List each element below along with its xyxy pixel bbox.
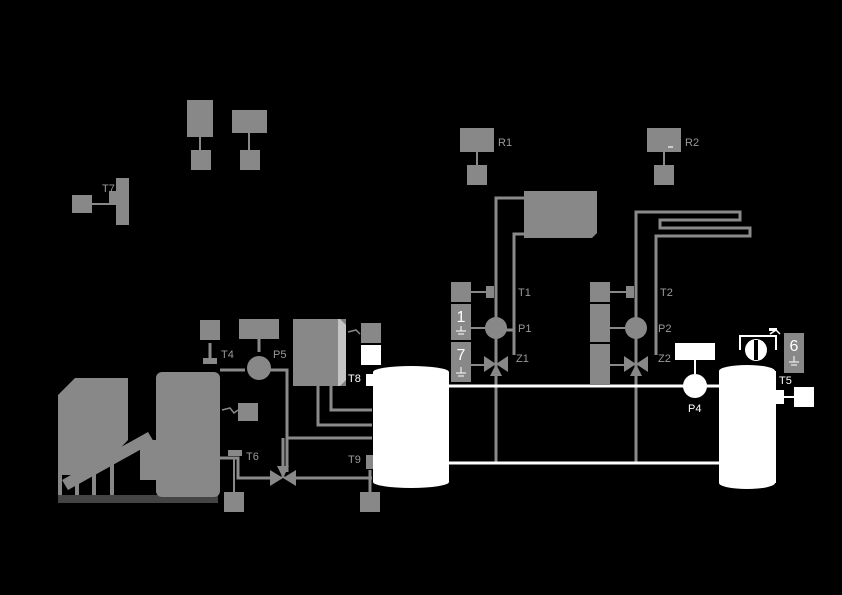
control-module-a[interactable] (187, 100, 213, 137)
dhw-tank[interactable] (719, 365, 776, 489)
circuit2-mode-display[interactable] (590, 344, 610, 384)
t5-label: T5 (779, 375, 792, 387)
p4-controller[interactable] (675, 343, 715, 360)
t6-sensor (228, 450, 242, 456)
t8-sensor-box[interactable] (361, 323, 381, 343)
t2-sensor (626, 286, 634, 298)
t7-box[interactable] (72, 195, 92, 213)
circuit1-mode-digit: 7 (457, 347, 466, 364)
buffer-tank[interactable] (373, 366, 449, 488)
t8-label: T8 (348, 373, 361, 385)
boiler-sensor-box[interactable] (238, 403, 258, 421)
pellet-silo (58, 378, 128, 500)
control-module-b[interactable] (232, 110, 267, 133)
t7-label: T7 (102, 183, 115, 195)
r2-label: R2 (685, 137, 699, 149)
sensor-wire-icon (347, 329, 361, 335)
t9-label: T9 (348, 454, 361, 466)
t8-sensor (366, 374, 374, 386)
r1-sensor[interactable] (467, 165, 487, 185)
circuit1-mode-display[interactable] (451, 342, 471, 382)
boiler[interactable] (156, 372, 220, 497)
z2-label: Z2 (658, 353, 671, 365)
boiler-base (58, 495, 218, 503)
t7-clip (109, 191, 116, 205)
circuit2-mode-digit: 6 (790, 338, 799, 355)
t5-box[interactable] (794, 387, 814, 407)
t9-box[interactable] (360, 492, 380, 512)
three-way-valve-icon[interactable] (270, 466, 296, 486)
circuit1-program-digit: 1 (457, 309, 466, 326)
r1-controller[interactable] (460, 128, 494, 152)
ground-symbol-icon (456, 326, 466, 335)
t8-white-box[interactable] (361, 345, 381, 365)
r2-sensor[interactable] (654, 165, 674, 185)
t7-sensor[interactable] (116, 178, 129, 225)
faucet-icon (769, 328, 781, 335)
t4-box[interactable] (200, 320, 220, 340)
t6-box[interactable] (224, 492, 244, 512)
grey-pipes (208, 196, 752, 492)
t2-box[interactable] (590, 282, 610, 302)
t1-sensor (486, 286, 494, 298)
radiator[interactable] (524, 191, 597, 238)
heater-edge (338, 319, 346, 386)
p1-label: P1 (518, 323, 531, 335)
p5-label: P5 (273, 349, 286, 361)
pump-icon[interactable] (625, 317, 647, 339)
electric-heater[interactable] (293, 319, 346, 386)
t1-box[interactable] (451, 282, 471, 302)
t9-sensor (366, 455, 374, 469)
circuit2-program-display[interactable] (590, 304, 610, 342)
three-way-valve-icon[interactable] (624, 356, 648, 376)
r2-controller[interactable] (647, 128, 681, 152)
t4-label: T4 (221, 349, 234, 361)
dhw-pipe (739, 335, 777, 350)
r2-indicator (668, 146, 673, 148)
pump-icon[interactable] (485, 317, 507, 339)
p2-label: P2 (658, 323, 671, 335)
ground-symbol-icon (456, 367, 466, 377)
mixing-valve-stem (754, 340, 758, 360)
pellet-auger (62, 432, 158, 490)
pump-icon[interactable] (683, 374, 707, 398)
circuit2-dhw-display[interactable] (784, 333, 804, 373)
p5-controller[interactable] (239, 319, 279, 339)
t4-sensor (203, 358, 217, 364)
r1-label: R1 (498, 137, 512, 149)
t2-label: T2 (660, 287, 673, 299)
module-b-sensor[interactable] (240, 150, 260, 170)
t6-label: T6 (246, 451, 259, 463)
module-a-sensor[interactable] (191, 150, 211, 170)
p4-label: P4 (688, 403, 701, 415)
sensor-wire-icon (221, 407, 239, 415)
pump-icon[interactable] (247, 356, 271, 380)
t1-label: T1 (518, 287, 531, 299)
z1-label: Z1 (516, 353, 529, 365)
three-way-valve-icon[interactable] (484, 356, 508, 376)
ground-symbol-icon (789, 356, 799, 366)
t5-sensor (776, 390, 784, 404)
main-pipes (448, 384, 720, 465)
